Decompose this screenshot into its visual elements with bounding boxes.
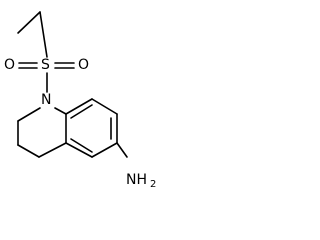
aromatic-bond-c6-c5 (91, 142, 118, 158)
oxygen-right-label: O (78, 57, 89, 73)
aromatic-bond-c5-c4a (65, 142, 93, 158)
sulfur-label: S (41, 57, 50, 73)
aromatic-bond-c8a-c8 (65, 98, 93, 115)
chemical-structure: O S O N NH 2 (4, 11, 156, 190)
aromatic-inner-bond-top (70, 104, 93, 119)
ring-bond-n-c2 (17, 107, 41, 122)
aromatic-bond-c8-c7 (91, 98, 118, 115)
ethyl-bond-to-sulfur (39, 11, 48, 58)
ring-bond-n-c8a (54, 107, 67, 115)
ring-bond-c3-c4 (17, 144, 40, 158)
ring-bond-c4-c4a (38, 142, 67, 158)
aromatic-inner-bond-bottom (70, 138, 93, 153)
amine-subscript: 2 (150, 179, 156, 190)
ethyl-bond-terminal (17, 11, 41, 34)
nitrogen-label: N (41, 92, 51, 108)
amine-bond (116, 142, 128, 158)
amine-label: NH (126, 172, 147, 188)
structure-canvas: O S O N NH 2 (4, 11, 157, 190)
oxygen-left-label: O (4, 57, 15, 73)
